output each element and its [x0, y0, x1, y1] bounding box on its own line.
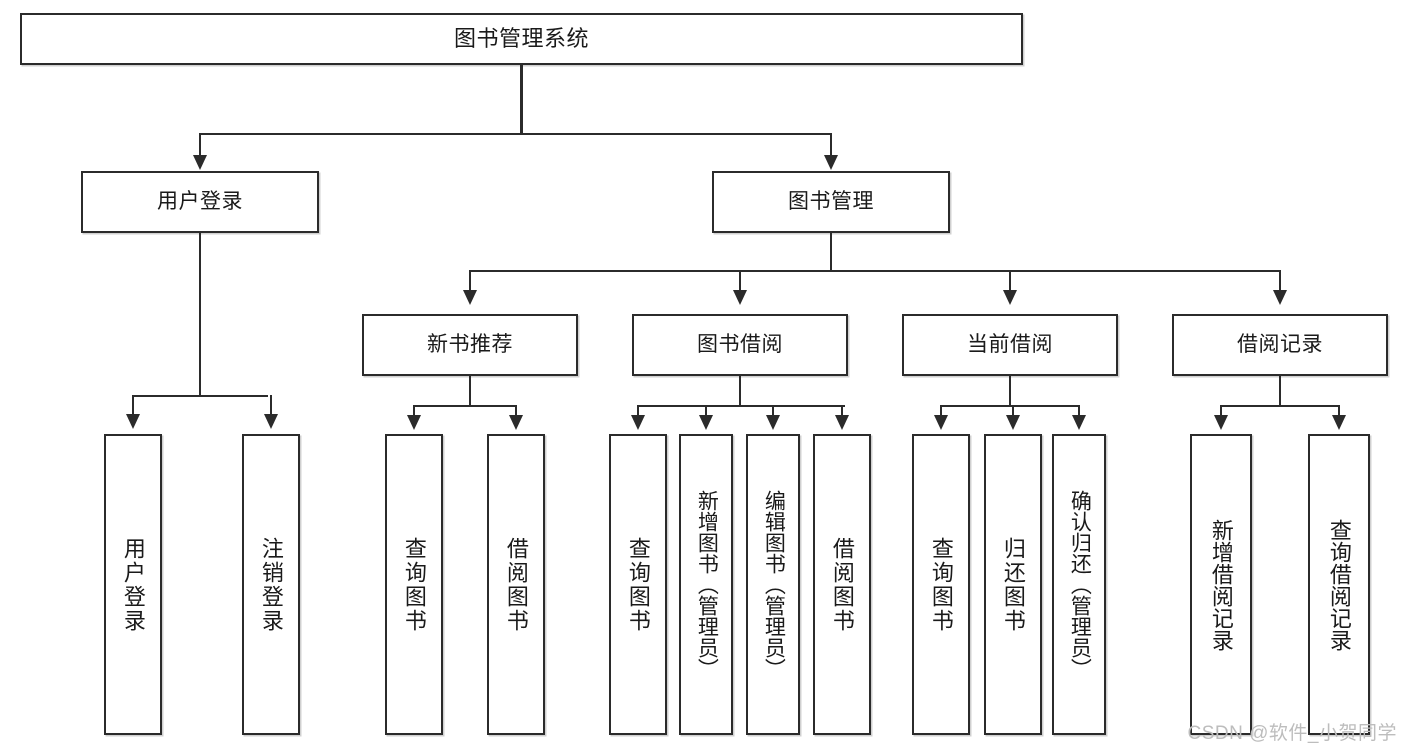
- edge-cb-drop-1: [939, 405, 943, 417]
- node-label: 查询借阅记录: [1326, 518, 1352, 651]
- arrow-leaf-return-book: [1005, 415, 1020, 430]
- arrow-leaf-edit-book-admin: [765, 415, 780, 430]
- node-new-book-recommend[interactable]: 新书推荐: [362, 314, 578, 376]
- arrow-leaf-borrow-book-2: [834, 415, 849, 430]
- arrow-leaf-user-logout: [263, 414, 278, 429]
- node-leaf-add-book-admin[interactable]: 新增图书（管理员）: [679, 434, 733, 735]
- node-leaf-borrow-book-2[interactable]: 借阅图书: [813, 434, 871, 735]
- arrow-leaf-query-book-3: [933, 415, 948, 430]
- edge-user-login-drop-2: [269, 395, 273, 416]
- node-leaf-query-book-3[interactable]: 查询图书: [912, 434, 970, 735]
- edge-cb-drop-3: [1077, 405, 1081, 417]
- edge-new-book-recommend-trunk: [468, 376, 472, 407]
- edge-to-borrow-record: [1278, 270, 1282, 292]
- edge-bb-drop-2: [704, 405, 708, 417]
- edge-current-borrow-bus: [939, 405, 1080, 408]
- node-leaf-query-book-1[interactable]: 查询图书: [385, 434, 443, 735]
- edge-bb-drop-3: [771, 405, 775, 417]
- node-label: 图书借阅: [697, 333, 783, 357]
- arrow-leaf-add-book-admin: [698, 415, 713, 430]
- node-current-borrow[interactable]: 当前借阅: [902, 314, 1118, 376]
- node-leaf-user-logout[interactable]: 注销登录: [242, 434, 300, 735]
- node-label: 查询图书: [625, 536, 651, 633]
- edge-user-login-trunk: [198, 233, 202, 397]
- node-leaf-query-record[interactable]: 查询借阅记录: [1308, 434, 1370, 735]
- edge-new-book-recommend-bus: [412, 405, 517, 408]
- arrow-leaf-add-record: [1213, 415, 1228, 430]
- node-book-management[interactable]: 图书管理: [712, 171, 950, 233]
- edge-cb-drop-2: [1011, 405, 1015, 417]
- node-book-borrow[interactable]: 图书借阅: [632, 314, 848, 376]
- arrow-leaf-user-login: [125, 414, 140, 429]
- edge-to-book-management: [829, 133, 833, 157]
- edge-book-borrow-trunk: [738, 376, 742, 407]
- edge-borrow-record-bus: [1219, 405, 1340, 408]
- node-label: 新书推荐: [427, 333, 513, 357]
- node-leaf-confirm-return[interactable]: 确认归还（管理员）: [1052, 434, 1106, 735]
- node-label: 图书管理系统: [453, 25, 589, 51]
- node-borrow-record[interactable]: 借阅记录: [1172, 314, 1388, 376]
- edge-root-trunk: [520, 65, 523, 135]
- arrow-to-book-management: [823, 155, 838, 170]
- node-label: 新增图书（管理员）: [695, 490, 719, 679]
- edge-to-new-book-recommend: [468, 270, 472, 292]
- arrow-leaf-query-record: [1331, 415, 1346, 430]
- edge-book-borrow-bus: [636, 405, 845, 408]
- node-leaf-query-book-2[interactable]: 查询图书: [609, 434, 667, 735]
- edge-nbr-drop-1: [412, 405, 416, 417]
- arrow-leaf-query-book-1: [406, 415, 421, 430]
- arrow-to-book-borrow: [732, 290, 747, 305]
- node-root-book-management-system[interactable]: 图书管理系统: [20, 13, 1023, 65]
- edge-user-login-drop-1: [131, 395, 135, 416]
- node-user-login[interactable]: 用户登录: [81, 171, 319, 233]
- edge-bb-drop-4: [840, 405, 844, 417]
- node-leaf-borrow-book-1[interactable]: 借阅图书: [487, 434, 545, 735]
- node-leaf-user-login[interactable]: 用户登录: [104, 434, 162, 735]
- arrow-to-user-login: [192, 155, 207, 170]
- edge-borrow-record-trunk: [1278, 376, 1282, 407]
- node-label: 查询图书: [928, 536, 954, 633]
- arrow-leaf-borrow-book-1: [508, 415, 523, 430]
- node-label: 新增借阅记录: [1208, 518, 1234, 651]
- arrow-leaf-query-book-2: [630, 415, 645, 430]
- edge-to-book-borrow: [738, 270, 742, 292]
- arrow-to-current-borrow: [1002, 290, 1017, 305]
- node-label: 确认归还（管理员）: [1068, 490, 1092, 679]
- node-label: 当前借阅: [967, 333, 1053, 357]
- node-leaf-return-book[interactable]: 归还图书: [984, 434, 1042, 735]
- node-leaf-add-record[interactable]: 新增借阅记录: [1190, 434, 1252, 735]
- node-label: 借阅图书: [829, 536, 855, 633]
- node-label: 用户登录: [120, 536, 146, 633]
- arrow-leaf-confirm-return: [1071, 415, 1086, 430]
- arrow-to-new-book-recommend: [462, 290, 477, 305]
- edge-bb-drop-1: [636, 405, 640, 417]
- edge-to-user-login: [198, 133, 202, 157]
- edge-current-borrow-trunk: [1008, 376, 1012, 407]
- edge-br-drop-2: [1337, 405, 1341, 417]
- node-label: 用户登录: [157, 190, 243, 214]
- node-label: 归还图书: [1000, 536, 1026, 633]
- node-label: 借阅记录: [1237, 333, 1323, 357]
- node-label: 图书管理: [788, 190, 874, 214]
- node-label: 借阅图书: [503, 536, 529, 633]
- node-label: 查询图书: [401, 536, 427, 633]
- edge-level3-bus: [468, 270, 1281, 273]
- edge-user-login-bus: [131, 395, 268, 398]
- arrow-to-borrow-record: [1272, 290, 1287, 305]
- edge-br-drop-1: [1219, 405, 1223, 417]
- edge-to-current-borrow: [1008, 270, 1012, 292]
- edge-book-management-trunk: [829, 233, 833, 272]
- node-leaf-edit-book-admin[interactable]: 编辑图书（管理员）: [746, 434, 800, 735]
- node-label: 注销登录: [258, 536, 284, 633]
- node-label: 编辑图书（管理员）: [762, 490, 786, 679]
- edge-level2-bus: [198, 133, 832, 136]
- edge-nbr-drop-2: [514, 405, 518, 417]
